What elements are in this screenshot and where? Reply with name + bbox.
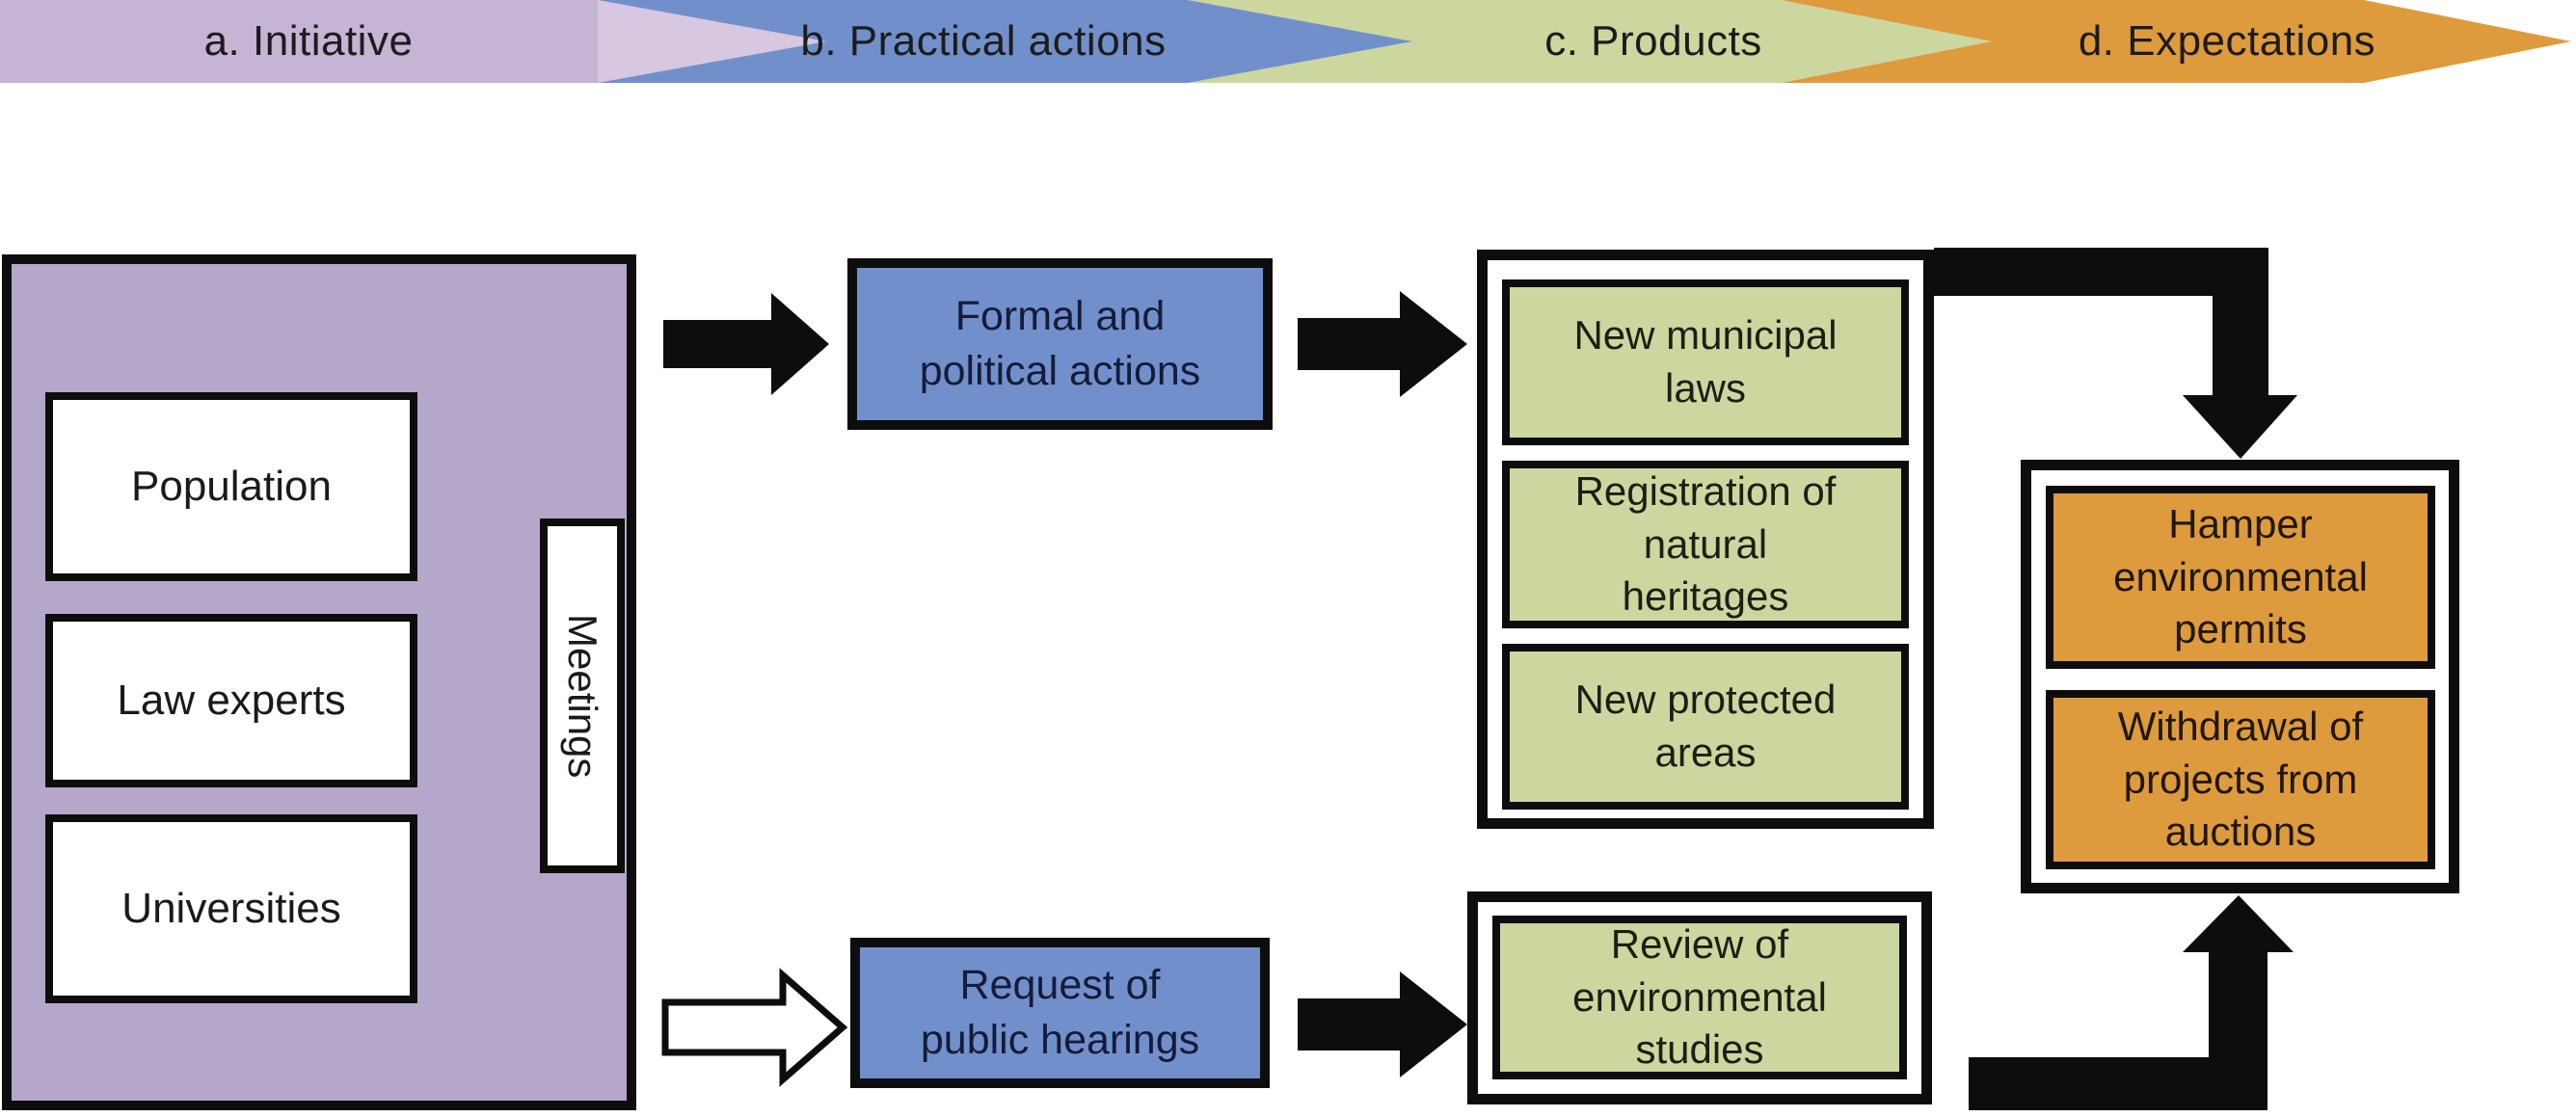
box-label-line: Registration of [1574, 468, 1837, 515]
arrow-initiative-to-formal-actions [663, 293, 829, 395]
box-label-line: Hamper [2168, 501, 2313, 547]
box-label-line: areas [1654, 730, 1757, 775]
box-label-line: laws [1664, 365, 1747, 411]
box-label-line: projects from [2123, 756, 2358, 802]
actor-box-population: Population [45, 392, 417, 581]
box-label-line: studies [1635, 1026, 1764, 1073]
box-label-line: New protected [1574, 677, 1837, 723]
box-label-line: Withdrawal of [2117, 704, 2364, 750]
phase-label-initiative: a. Initiative [203, 17, 414, 65]
expectation-box-hamper-permits: Hamper environmental permits [2046, 486, 2435, 669]
phase-label-products: c. Products [1544, 17, 1762, 65]
box-label-line: permits [2174, 606, 2307, 652]
product-box-new-municipal-laws: New municipal laws [1502, 279, 1909, 445]
expectation-box-withdrawal-auctions: Withdrawal of projects from auctions [2046, 690, 2435, 869]
product-box-review-environmental-studies: Review of environmental studies [1492, 916, 1907, 1079]
actor-label: Law experts [117, 677, 346, 724]
actor-box-universities: Universities [45, 814, 417, 1003]
box-label-line: Review of [1610, 921, 1789, 968]
arrow-review-to-expectations [1969, 895, 2294, 1110]
phase-label-expectations: d. Expectations [2078, 17, 2376, 65]
arrow-formal-actions-to-products [1298, 291, 1467, 397]
actor-label: Universities [121, 885, 341, 932]
request-public-hearings-box: Request of public hearings [850, 938, 1270, 1088]
chevron-tip-practical-actions [1188, 0, 1412, 83]
meetings-label: Meetings [560, 613, 605, 779]
actor-box-law-experts: Law experts [45, 614, 417, 787]
meetings-box: Meetings [540, 519, 625, 873]
box-label-line: environmental [1572, 973, 1827, 1020]
box-label-line: political actions [919, 348, 1201, 394]
actor-label: Population [131, 463, 332, 510]
chevron-band-initiative [0, 0, 598, 83]
box-label-line: auctions [2164, 809, 2317, 855]
box-label-line: Formal and [954, 293, 1166, 340]
box-label-line: natural [1643, 520, 1768, 567]
review-container: Review of environmental studies [1467, 891, 1932, 1104]
arrow-hearings-to-review [1298, 971, 1467, 1077]
formal-political-actions-box: Formal and political actions [847, 258, 1273, 430]
initiative-panel: Population Law experts Universities Meet… [2, 254, 636, 1110]
box-label-line: environmental [2113, 553, 2368, 599]
expectations-container: Hamper environmental permits Withdrawal … [2021, 460, 2459, 893]
chevron-tip-expectations [2364, 0, 2571, 83]
arrow-products-to-expectations [1934, 248, 2297, 459]
chevron-tip-initiative [598, 0, 826, 83]
arrow-initiative-to-public-hearings [661, 968, 848, 1087]
box-label-line: heritages [1622, 573, 1789, 620]
box-label-line: New municipal [1573, 312, 1838, 359]
products-container: New municipal laws Registration of natur… [1477, 250, 1934, 829]
product-box-new-protected-areas: New protected areas [1502, 644, 1909, 810]
chevron-tip-products [1782, 0, 1992, 83]
box-label-line: Request of [959, 962, 1161, 1009]
box-label-line: public hearings [920, 1017, 1200, 1063]
product-box-registration-natural-heritages: Registration of natural heritages [1502, 461, 1909, 628]
phase-label-practical-actions: b. Practical actions [800, 17, 1167, 65]
